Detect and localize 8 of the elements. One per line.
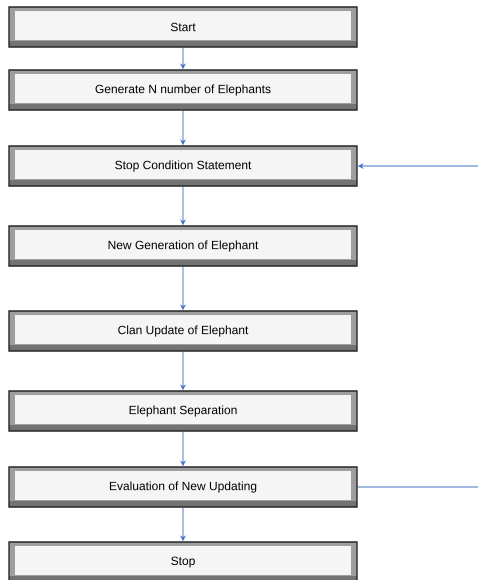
process-box: Elephant Separation [8, 390, 358, 432]
process-box: Stop [8, 541, 358, 580]
process-box: New Generation of Elephant [8, 225, 358, 267]
process-box: Clan Update of Elephant [8, 310, 358, 352]
process-box: Stop Condition Statement [8, 145, 358, 187]
process-box: Generate N number of Elephants [8, 69, 358, 111]
process-box: Evaluation of New Updating [8, 466, 358, 508]
process-box: Start [8, 6, 358, 48]
